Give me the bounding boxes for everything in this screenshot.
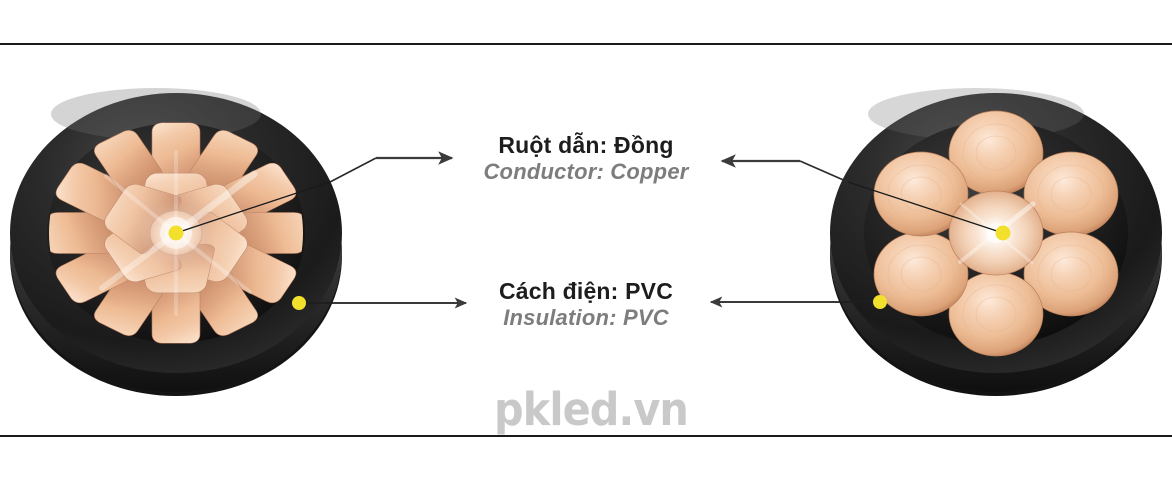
insulation-label-vi: Cách điện: PVC <box>498 278 674 304</box>
callout-conductor: Ruột dẫn: Đồng Conductor: Copper <box>436 132 736 185</box>
right-cable-cross-section <box>824 56 1172 396</box>
left-cable-illustration <box>10 88 342 396</box>
center-highlight <box>76 147 276 319</box>
outer-strands <box>873 110 1119 357</box>
center-highlight <box>950 192 1042 274</box>
callout-insulation: Cách điện: PVC Insulation: PVC <box>436 278 736 331</box>
right-cable-illustration <box>830 88 1162 396</box>
left-cable-cross-section <box>6 56 356 396</box>
divider-bottom <box>0 435 1172 437</box>
conductor-label-vi: Ruột dẫn: Đồng <box>498 132 674 158</box>
conductor-label-en: Conductor: Copper <box>483 159 689 185</box>
insulation-label-en: Insulation: PVC <box>503 305 669 331</box>
divider-top <box>0 43 1172 45</box>
watermark-pkled: pkled.vn <box>494 383 689 436</box>
